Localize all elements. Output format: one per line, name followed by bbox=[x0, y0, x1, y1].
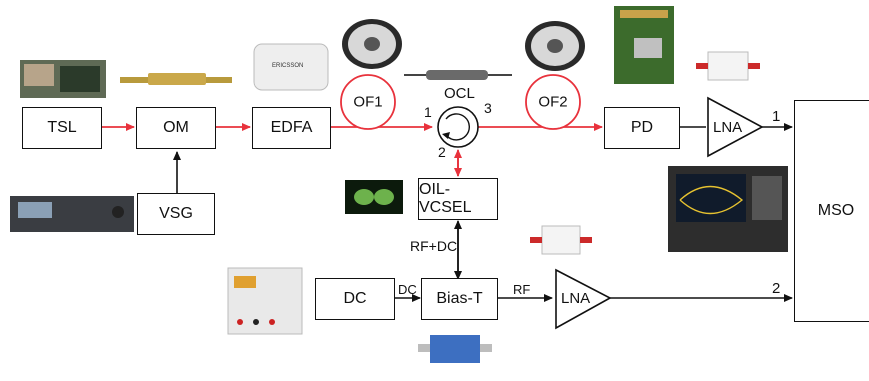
dc-block: DC bbox=[315, 278, 395, 320]
of2-spool-photo bbox=[525, 21, 585, 71]
lna-bottom-triangle bbox=[555, 268, 612, 330]
lna-bottom-label: LNA bbox=[561, 290, 591, 307]
ocl-port-1: 1 bbox=[424, 104, 432, 120]
of2-label: OF2 bbox=[538, 93, 568, 111]
om-block: OM bbox=[136, 107, 216, 149]
mso-port-2: 2 bbox=[772, 280, 781, 297]
lna-top-triangle bbox=[707, 96, 764, 158]
oil-vcsel-block: OIL-VCSEL bbox=[418, 178, 498, 220]
circulator-arrow-icon bbox=[445, 113, 470, 141]
edfa-vendor-text: ERICSSON bbox=[272, 63, 304, 69]
mso-block: MSO bbox=[794, 100, 869, 322]
circulator-symbol bbox=[437, 106, 479, 148]
vcsel-photo bbox=[345, 180, 403, 214]
lna-bottom-photo bbox=[530, 225, 592, 255]
of1-circle bbox=[340, 74, 396, 130]
of2-circle bbox=[525, 74, 581, 130]
dc-link-label: DC bbox=[398, 282, 417, 297]
rf-dc-label: RF+DC bbox=[410, 238, 458, 254]
of1-spool-photo bbox=[342, 19, 402, 69]
pd-block: PD bbox=[604, 107, 680, 149]
ocl-label: OCL bbox=[444, 85, 475, 102]
mso-photo bbox=[668, 166, 788, 252]
ocl-port-2: 2 bbox=[438, 144, 446, 160]
of1-label: OF1 bbox=[353, 93, 383, 111]
om-photo bbox=[120, 73, 232, 85]
dc-supply-photo bbox=[227, 267, 303, 335]
bias-t-block: Bias-T bbox=[421, 278, 498, 320]
tsl-photo bbox=[20, 60, 106, 98]
lna-top-photo bbox=[696, 51, 760, 81]
ocl-photo bbox=[404, 70, 512, 80]
rf-link-label: RF bbox=[513, 282, 531, 297]
ocl-port-3: 3 bbox=[484, 100, 492, 116]
lna-top-label: LNA bbox=[713, 119, 743, 136]
bias-t-photo bbox=[418, 335, 492, 363]
edfa-block: EDFA bbox=[252, 107, 331, 149]
pd-photo bbox=[614, 6, 674, 84]
vsg-block: VSG bbox=[137, 193, 215, 235]
tsl-block: TSL bbox=[22, 107, 102, 149]
edfa-photo bbox=[253, 43, 329, 91]
mso-port-1: 1 bbox=[772, 108, 781, 125]
vsg-photo bbox=[10, 196, 134, 232]
